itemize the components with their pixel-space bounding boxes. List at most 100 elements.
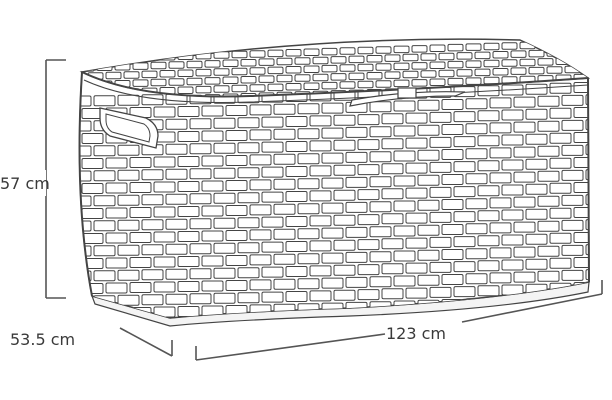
weave-strand [357, 80, 374, 89]
weave-strand [141, 53, 158, 62]
weave-strand [225, 130, 248, 141]
weave-strand [465, 248, 488, 260]
weave-strand [381, 238, 404, 250]
weave-strand [297, 103, 320, 115]
weave-strand [153, 181, 176, 193]
weave-strand [438, 52, 455, 61]
weave-strand [549, 182, 572, 194]
weave-strand [447, 60, 464, 69]
weave-strand [447, 77, 464, 86]
weave-strand [225, 255, 248, 266]
weave-strand [537, 195, 560, 207]
weave-strand [285, 266, 308, 277]
weave-strand [189, 268, 212, 280]
weave-strand [546, 66, 563, 74]
weave-strand [273, 278, 296, 290]
weave-strand [333, 139, 356, 151]
weave-strand [276, 57, 293, 66]
weave-strand [585, 194, 590, 206]
weave-strand [366, 55, 383, 63]
weave-strand [483, 42, 500, 51]
weave-strand [153, 281, 176, 293]
weave-strand [201, 105, 224, 117]
weave-strand [546, 49, 563, 57]
weave-strand [357, 289, 380, 301]
weave-strand [189, 143, 212, 155]
weave-strand [312, 56, 329, 65]
weave-strand [456, 69, 473, 77]
weave-strand [333, 114, 356, 126]
weave-strand [528, 66, 545, 75]
weave-strand [598, 257, 612, 267]
weave-strand [585, 244, 590, 256]
weave-strand [369, 101, 392, 113]
weave-strand [573, 207, 590, 218]
weave-strand [489, 147, 512, 159]
weave-strand [474, 51, 491, 60]
weave-strand [537, 120, 560, 132]
weave-strand [429, 261, 452, 273]
weave-strand [429, 136, 452, 148]
weave-strand [237, 242, 260, 254]
weave-strand [375, 46, 392, 54]
weave-strand [549, 107, 572, 119]
weave-strand [186, 77, 203, 86]
lid-front-edge [81, 71, 589, 98]
weave-strand [333, 239, 356, 251]
weave-strand [598, 207, 612, 217]
weave-strand [165, 193, 188, 205]
width-dimension-line-right [461, 293, 603, 323]
weave-strand [309, 240, 332, 252]
weave-strand [231, 50, 248, 59]
weave-strand [537, 58, 554, 66]
weave-strand [441, 224, 464, 235]
weave-strand [117, 144, 140, 156]
weave-strand [357, 164, 380, 176]
weave-strand [381, 263, 404, 275]
front-weave-pattern [79, 82, 612, 318]
weave-strand [573, 132, 590, 143]
weave-strand [249, 84, 266, 92]
weave-strand [237, 217, 260, 229]
weave-strand [105, 157, 128, 169]
weave-strand [345, 226, 368, 238]
weave-strand [585, 94, 590, 106]
weave-strand [393, 150, 416, 162]
weave-strand [330, 56, 347, 64]
weave-strand [510, 67, 527, 75]
weave-strand [489, 247, 512, 259]
weave-strand [297, 278, 320, 290]
weave-strand [321, 152, 344, 164]
weave-strand [598, 157, 612, 167]
weave-strand [273, 153, 296, 165]
weave-strand [129, 182, 152, 193]
weave-strand [339, 81, 356, 89]
weave-strand [429, 111, 452, 123]
weave-strand [93, 270, 116, 282]
weave-strand [375, 63, 392, 71]
weave-strand [477, 285, 500, 297]
weave-strand [537, 270, 560, 282]
weave-strand [598, 282, 612, 292]
weave-strand [369, 126, 392, 138]
weave-strand [141, 94, 164, 106]
weave-strand [549, 132, 572, 144]
weave-strand [525, 183, 548, 195]
weave-strand [348, 72, 365, 81]
weave-strand [393, 45, 410, 54]
weave-strand [105, 232, 128, 244]
weave-strand [339, 47, 356, 55]
weave-strand [585, 219, 590, 231]
weave-strand [273, 253, 296, 265]
weave-strand [201, 280, 224, 292]
weave-strand [204, 60, 221, 68]
weave-strand [510, 50, 527, 58]
weave-strand [177, 206, 200, 217]
weave-strand [405, 187, 428, 199]
weave-strand [249, 104, 272, 116]
weave-strand [369, 276, 392, 288]
weave-strand [165, 218, 188, 230]
weave-strand [477, 185, 500, 197]
weave-strand [249, 254, 272, 266]
weave-strand [453, 136, 476, 148]
